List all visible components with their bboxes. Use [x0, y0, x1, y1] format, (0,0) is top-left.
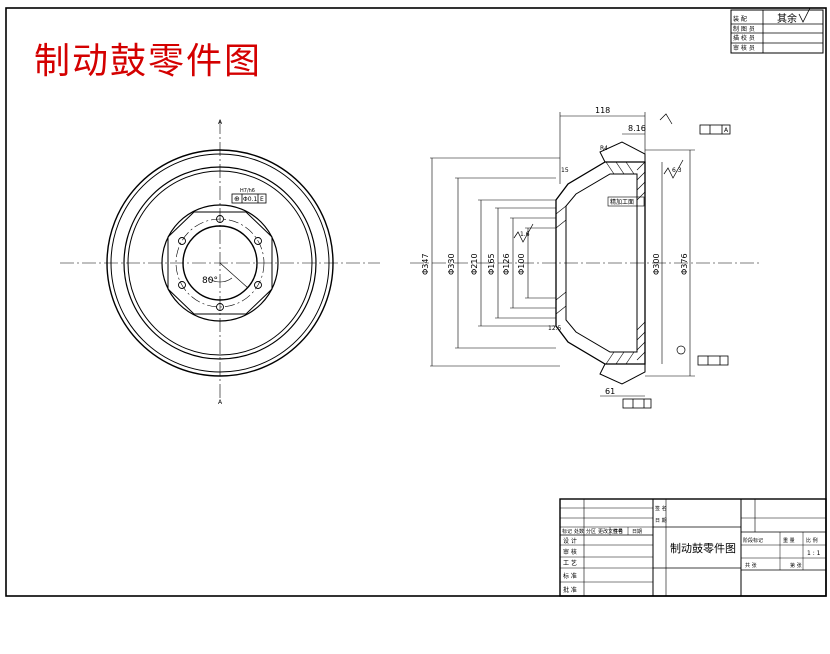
tb-scale-value: 1 : 1	[807, 550, 821, 557]
sheet-border	[5, 7, 827, 597]
tb-row-standard: 标 准	[563, 572, 577, 580]
tb-header-3: 更改文件号	[598, 528, 623, 535]
dim-15: 15	[561, 167, 569, 174]
tb-sheet-no: 第 张	[790, 562, 802, 569]
callout-1: 1.6	[520, 231, 530, 238]
dim-816: 8.16	[628, 124, 646, 133]
center-mark-top: A	[218, 119, 223, 126]
front-view: A A 80° ⊕ Φ0.1 E H7/h6	[60, 119, 380, 406]
dim-phi100: Φ100	[517, 253, 526, 275]
corner-cell-1: 装 配	[733, 15, 747, 23]
drawing-title: 制动鼓零件图	[34, 41, 263, 82]
position-label: H7/h6	[240, 188, 255, 194]
tol-value: Φ0.1	[243, 196, 257, 203]
tb-mid-sign: 签 名	[655, 505, 667, 512]
tol-symbol: ⊕	[234, 195, 240, 203]
angle-label: 80°	[202, 276, 218, 286]
dim-61: 61	[605, 387, 615, 396]
bolt-hole	[216, 215, 224, 223]
corner-cell-2: 制 图 员	[733, 25, 755, 33]
tb-header-1: 处数	[574, 528, 584, 535]
bolt-hole	[254, 281, 262, 289]
tb-total-sheets: 共 张	[745, 562, 757, 569]
bolt-hole	[178, 237, 186, 245]
dim-phi300: Φ300	[652, 253, 661, 275]
center-mark-bottom: A	[218, 399, 223, 406]
dim-phi210: Φ210	[470, 253, 479, 275]
section-hatch	[555, 161, 646, 365]
dim-phi165: Φ165	[487, 253, 496, 275]
corner-cell-4: 审 核 员	[733, 44, 755, 52]
tb-part-name: 制动鼓零件图	[670, 541, 736, 555]
tb-scale-label: 比 例	[806, 537, 818, 544]
tb-row-approve: 批 准	[563, 586, 577, 594]
section-view: Φ347 Φ330 Φ210 Φ165 Φ126 Φ100 Φ300 Φ376 …	[410, 106, 760, 409]
dim-phi330: Φ330	[447, 253, 456, 275]
dim-phi126: Φ126	[502, 253, 511, 275]
tb-weight: 重 量	[783, 537, 795, 544]
bolt-hole	[178, 281, 186, 289]
tb-header-4: 签名	[613, 528, 623, 535]
dim-phi347: Φ347	[421, 253, 430, 275]
callout-3: 12.5	[548, 325, 562, 332]
corner-table: 装 配 制 图 员 描 校 员 审 核 员 其余	[730, 7, 824, 54]
tol-datum: E	[260, 196, 264, 203]
title-block: 标记 处数 分区 更改文件号 签名 日期 设 计 审 核 工 艺 标 准 批 准…	[559, 498, 827, 597]
tb-header-0: 标记	[562, 528, 572, 535]
machining-note: 精加工面	[610, 198, 634, 206]
tb-row-process: 工 艺	[563, 559, 577, 567]
tb-stage: 阶段标记	[743, 537, 763, 544]
dim-R4: R4	[600, 145, 608, 152]
bolt-hole	[216, 303, 224, 311]
tb-header-2: 分区	[586, 528, 596, 535]
dim-phi376: Φ376	[680, 253, 689, 275]
tb-row-review: 审 核	[563, 548, 577, 556]
tb-row-design: 设 计	[563, 537, 577, 545]
tb-mid-date: 日 期	[655, 518, 667, 524]
dim-118: 118	[595, 106, 610, 115]
tb-header-5: 日期	[632, 529, 642, 535]
bolt-hole	[254, 237, 262, 245]
datum-label-top: A	[724, 127, 729, 134]
corner-cell-3: 描 校 员	[733, 34, 755, 42]
roughness-note: 其余	[777, 12, 797, 25]
